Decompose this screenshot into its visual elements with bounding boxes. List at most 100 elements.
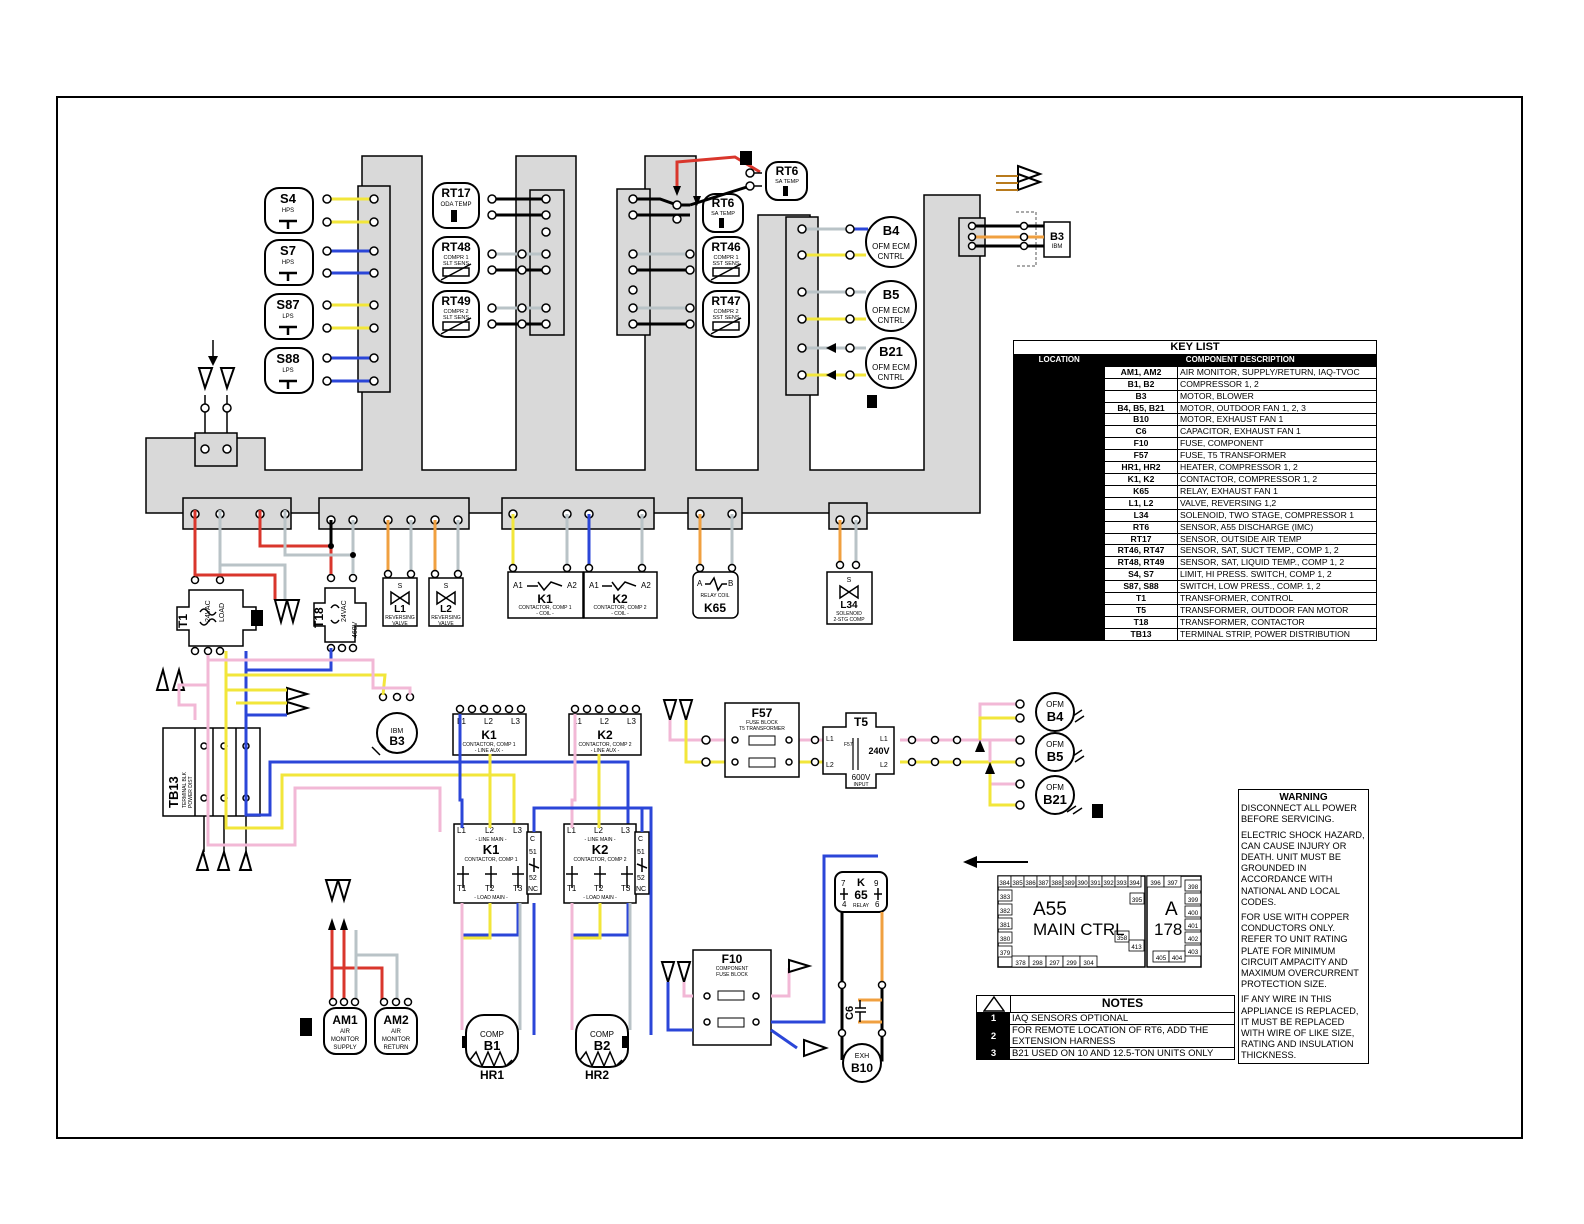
- a55-pin: 379: [997, 945, 1013, 958]
- ibm-b3-motor: IBM B3: [376, 692, 418, 754]
- key-list-description: TRANSFORMER, CONTACTOR: [1177, 615, 1376, 629]
- svg-text:REVERSING: REVERSING: [431, 615, 461, 621]
- key-list-description: FUSE, T5 TRANSFORMER: [1177, 449, 1376, 462]
- svg-text:S: S: [444, 583, 449, 590]
- sensor-rt48: RT48 COMPR 1 SLT SENS: [432, 236, 480, 284]
- svg-text:378: 378: [1015, 960, 1026, 967]
- ofm-motor-b4: OFM B4: [1035, 692, 1085, 732]
- key-list-description: TRANSFORMER, CONTROL: [1177, 592, 1376, 605]
- svg-text:CNTRL: CNTRL: [878, 252, 905, 261]
- svg-text:304: 304: [1083, 960, 1094, 967]
- svg-text:L2: L2: [485, 826, 494, 835]
- svg-text:REVERSING: REVERSING: [385, 615, 415, 621]
- key-list-component: B10: [1104, 413, 1178, 426]
- svg-text:395: 395: [1132, 897, 1143, 904]
- f10-in-arrows-icon: [660, 961, 692, 986]
- a55-pin: 394: [1127, 875, 1142, 888]
- svg-text:L2: L2: [484, 717, 493, 726]
- a55-pin: 400: [1184, 905, 1202, 918]
- svg-text:398: 398: [1188, 884, 1199, 891]
- svg-text:383: 383: [1000, 894, 1011, 901]
- svg-text:AIR: AIR: [340, 1029, 351, 1035]
- svg-text:A: A: [1165, 899, 1178, 920]
- key-list-component: RT17: [1104, 532, 1178, 545]
- svg-text:381: 381: [1000, 922, 1011, 929]
- svg-text:L1: L1: [567, 826, 576, 835]
- svg-text:NC: NC: [636, 886, 646, 893]
- svg-text:IBM: IBM: [391, 728, 404, 735]
- sensor-rt46: RT46 COMPR 1 SST SENS: [702, 236, 750, 284]
- svg-text:C: C: [638, 836, 643, 843]
- svg-text:L1: L1: [573, 717, 582, 726]
- svg-text:L2: L2: [440, 604, 452, 615]
- warning-triangle-icon: [977, 996, 1011, 1012]
- key-list-component: TB13: [1104, 627, 1178, 640]
- switch-s4: S4 HPS: [264, 187, 314, 234]
- a55-pin: 381: [997, 917, 1013, 930]
- svg-text:- LINE AUX -: - LINE AUX -: [475, 748, 504, 754]
- a55-pin: 393: [1114, 875, 1129, 888]
- key-list-component: RT48, RT49: [1104, 556, 1178, 569]
- key-list-location: [1014, 568, 1105, 581]
- key-list-component: F10: [1104, 437, 1178, 450]
- svg-text:RT6: RT6: [776, 164, 799, 178]
- svg-text:MONITOR: MONITOR: [331, 1037, 360, 1043]
- svg-text:389: 389: [1064, 880, 1075, 887]
- svg-text:- LINE AUX -: - LINE AUX -: [591, 748, 620, 754]
- key-list-location: [1014, 401, 1105, 414]
- key-list-location: [1014, 377, 1105, 391]
- note-3-flag-icon: [867, 395, 877, 408]
- a55-pin: 392: [1101, 875, 1116, 888]
- rt17-49-terminals: [487, 194, 551, 329]
- connector-block-c: [501, 497, 655, 530]
- svg-text:CNTRL: CNTRL: [878, 373, 905, 382]
- key-list-location: [1014, 556, 1105, 569]
- a55-pin: 396: [1146, 875, 1165, 888]
- key-list-location: [1014, 472, 1105, 486]
- svg-text:413: 413: [1131, 944, 1142, 951]
- key-list-description: MOTOR, OUTDOOR FAN 1, 2, 3: [1177, 401, 1376, 414]
- svg-text:L1: L1: [826, 736, 834, 743]
- svg-text:K1: K1: [483, 842, 500, 857]
- contactor-k2-aux: L1 L2 L3 K2 CONTACTOR, COMP 2 - LINE AUX…: [568, 704, 642, 756]
- svg-text:2-STG COMP: 2-STG COMP: [833, 617, 865, 623]
- svg-text:- COIL -: - COIL -: [536, 611, 554, 617]
- ofm-motor-wires: [978, 702, 1020, 807]
- ibm-b3-top: B3 IBM: [1016, 211, 1071, 267]
- key-list-description: AIR MONITOR, SUPPLY/RETURN, IAQ-TVOC: [1177, 365, 1376, 379]
- key-list-description: SWITCH, LOW PRESS., COMP. 1, 2: [1177, 580, 1376, 593]
- key-list-description: COMPRESSOR 1, 2: [1177, 377, 1376, 391]
- key-list-location: [1014, 449, 1105, 462]
- svg-text:52: 52: [529, 875, 537, 882]
- svg-text:TERMINAL BLK: TERMINAL BLK: [182, 771, 188, 808]
- key-list-description: TRANSFORMER, OUTDOOR FAN MOTOR: [1177, 603, 1376, 617]
- svg-text:A1: A1: [513, 581, 523, 590]
- svg-text:6: 6: [875, 900, 880, 909]
- svg-text:B21: B21: [1043, 792, 1067, 807]
- svg-text:299: 299: [1066, 960, 1077, 967]
- svg-text:MONITOR: MONITOR: [382, 1037, 411, 1043]
- svg-text:K2: K2: [612, 592, 628, 606]
- key-list-description: SENSOR, SAT, SUCT TEMP., COMP 1, 2: [1177, 544, 1376, 557]
- svg-text:RELAY: RELAY: [853, 903, 870, 909]
- svg-text:S88: S88: [276, 351, 299, 366]
- contactor-k2-coil: A1 A2 K2 CONTACTOR, COMP 2 - COIL -: [583, 571, 658, 619]
- a55-pin: 388: [1049, 875, 1064, 888]
- svg-text:CONTACTOR, COMP 2: CONTACTOR, COMP 2: [578, 742, 631, 748]
- svg-text:C: C: [530, 836, 535, 843]
- svg-text:240V: 240V: [868, 746, 889, 756]
- svg-text:K2: K2: [592, 842, 609, 857]
- svg-text:SOLENOID: SOLENOID: [836, 611, 862, 617]
- connector-block-b: [318, 497, 470, 530]
- svg-text:S4: S4: [280, 191, 297, 206]
- key-list-description: RELAY, EXHAUST FAN 1: [1177, 484, 1376, 498]
- svg-text:B3: B3: [1050, 231, 1064, 243]
